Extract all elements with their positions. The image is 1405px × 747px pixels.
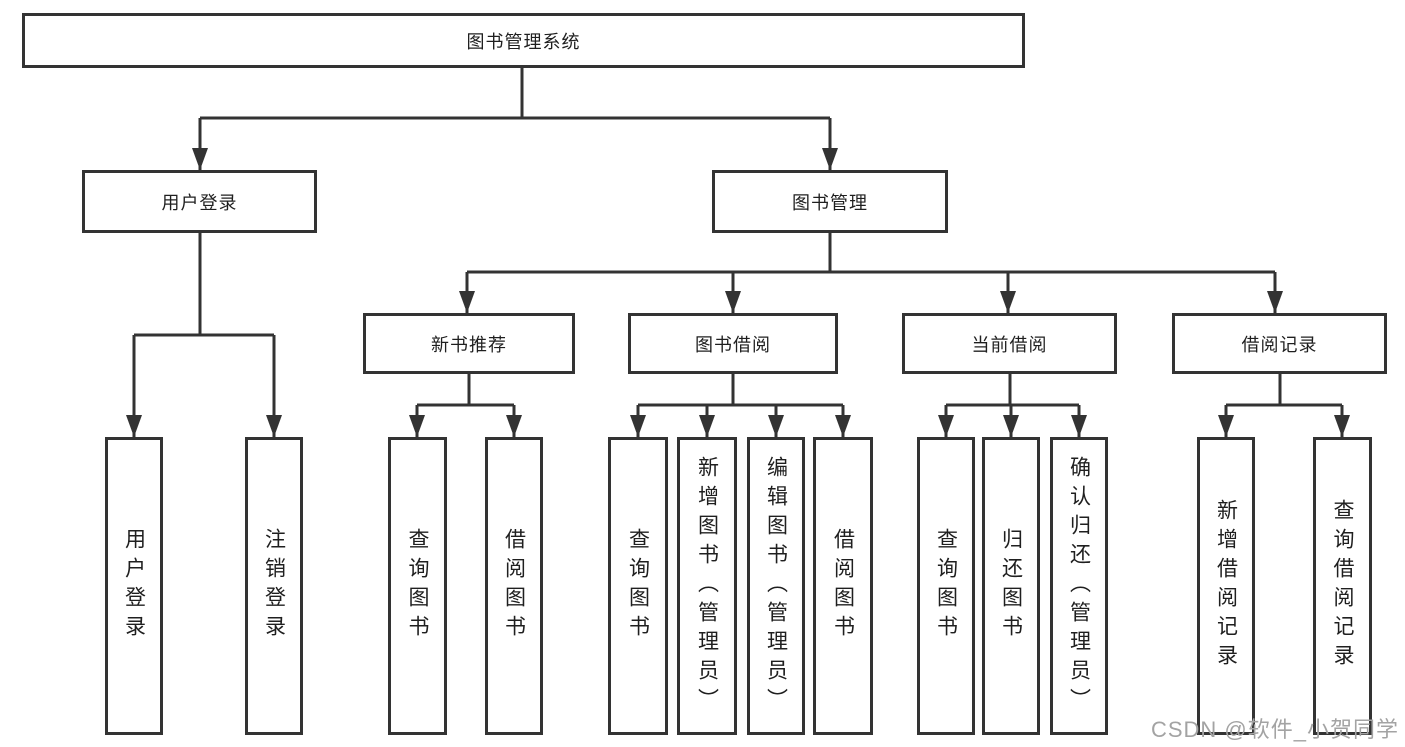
leaf-add-borrow-record: 新增借阅记录 bbox=[1197, 437, 1255, 735]
leaf-borrow-books-label: 借阅图书 bbox=[831, 528, 855, 644]
leaf-return-books: 归还图书 bbox=[982, 437, 1040, 735]
leaf-confirm-return-admin-label: 确认归还（管理员） bbox=[1067, 455, 1091, 717]
node-book-borrow-label: 图书借阅 bbox=[695, 334, 771, 355]
node-book-management-label: 图书管理 bbox=[792, 192, 868, 213]
leaf-user-login: 用户登录 bbox=[105, 437, 163, 735]
leaf-logout: 注销登录 bbox=[245, 437, 303, 735]
node-borrow-records-label: 借阅记录 bbox=[1241, 334, 1318, 355]
node-user-login-label: 用户登录 bbox=[161, 192, 238, 213]
leaf-user-login-label: 用户登录 bbox=[122, 528, 146, 644]
node-book-borrow: 图书借阅 bbox=[628, 313, 838, 374]
node-new-book-recommend: 新书推荐 bbox=[363, 313, 575, 374]
node-new-book-recommend-label: 新书推荐 bbox=[431, 334, 507, 355]
leaf-return-books-label: 归还图书 bbox=[999, 528, 1023, 644]
node-borrow-records: 借阅记录 bbox=[1172, 313, 1387, 374]
leaf-query-books-recommend-label: 查询图书 bbox=[406, 528, 429, 644]
leaf-query-borrow-record: 查询借阅记录 bbox=[1313, 437, 1372, 735]
leaf-edit-books-admin: 编辑图书（管理员） bbox=[747, 437, 805, 735]
leaf-add-books-admin: 新增图书（管理员） bbox=[677, 437, 737, 735]
leaf-query-books-borrow-label: 查询图书 bbox=[626, 528, 650, 644]
leaf-borrow-books: 借阅图书 bbox=[813, 437, 873, 735]
leaf-query-borrow-record-label: 查询借阅记录 bbox=[1331, 499, 1354, 673]
leaf-borrow-books-recommend: 借阅图书 bbox=[485, 437, 543, 735]
node-current-borrow-label: 当前借阅 bbox=[971, 334, 1048, 355]
node-user-login: 用户登录 bbox=[82, 170, 317, 233]
leaf-query-books-current: 查询图书 bbox=[917, 437, 975, 735]
node-root: 图书管理系统 bbox=[22, 13, 1025, 68]
watermark: CSDN @软件_小贺同学 bbox=[1150, 717, 1399, 742]
leaf-borrow-books-recommend-label: 借阅图书 bbox=[502, 528, 526, 644]
leaf-add-borrow-record-label: 新增借阅记录 bbox=[1214, 499, 1238, 673]
leaf-edit-books-admin-label: 编辑图书（管理员） bbox=[764, 455, 788, 717]
node-book-management: 图书管理 bbox=[712, 170, 948, 233]
leaf-confirm-return-admin: 确认归还（管理员） bbox=[1050, 437, 1108, 735]
leaf-query-books-current-label: 查询图书 bbox=[934, 528, 958, 644]
leaf-query-books-borrow: 查询图书 bbox=[608, 437, 668, 735]
leaf-query-books-recommend: 查询图书 bbox=[388, 437, 447, 735]
node-current-borrow: 当前借阅 bbox=[902, 313, 1117, 374]
leaf-logout-label: 注销登录 bbox=[262, 528, 286, 644]
node-root-label: 图书管理系统 bbox=[466, 31, 581, 52]
leaf-add-books-admin-label: 新增图书（管理员） bbox=[695, 455, 719, 717]
